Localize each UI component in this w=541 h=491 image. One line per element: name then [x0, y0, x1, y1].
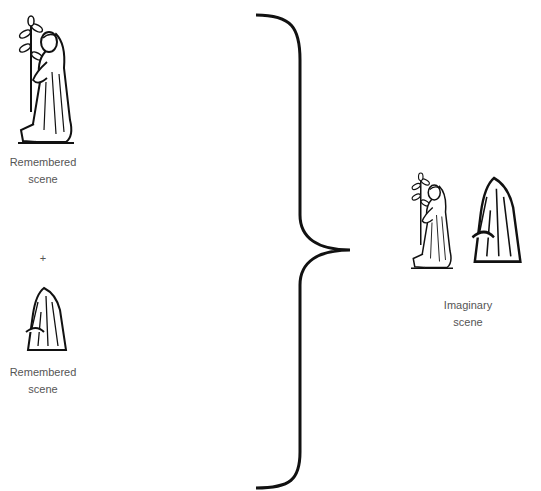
monk-figure [18, 16, 74, 143]
scene-caption: + [7, 250, 79, 267]
combined-figure [411, 173, 520, 268]
curly-brace [256, 15, 350, 488]
scene-caption: Remembered scene [7, 364, 79, 398]
scene-caption: Remembered scene [7, 154, 79, 188]
veil-figure [26, 288, 66, 350]
scene-caption: Imaginary scene [432, 297, 504, 331]
